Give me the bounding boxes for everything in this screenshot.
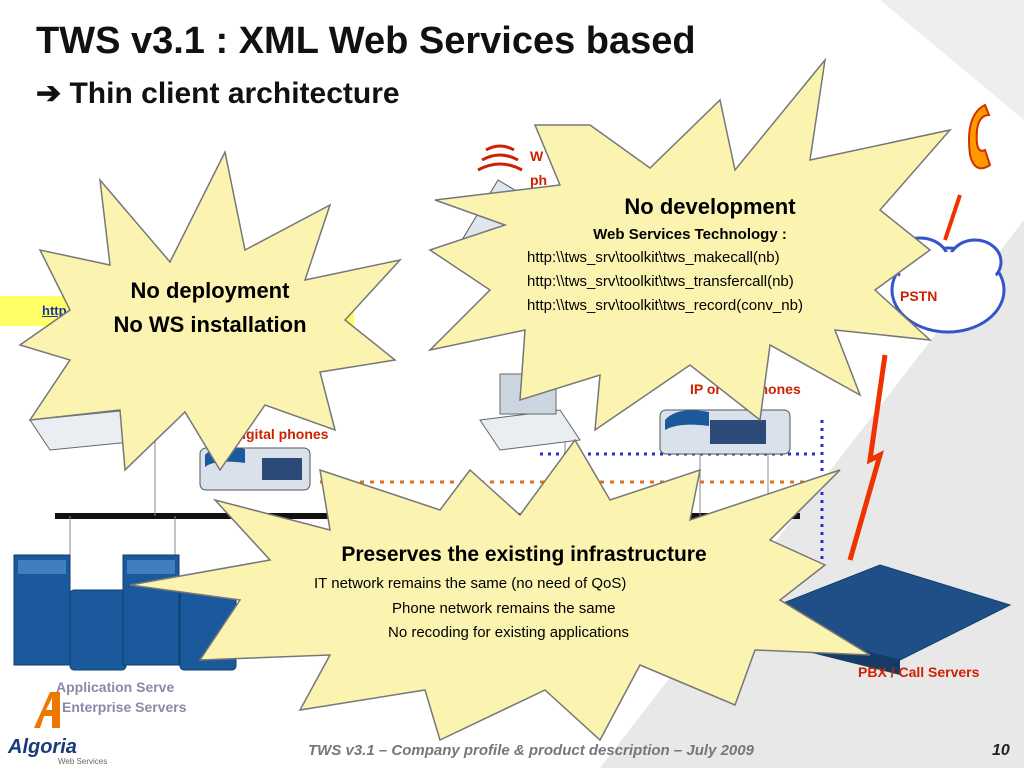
enterprise-servers-label: Enterprise Servers [62, 699, 187, 715]
algoria-logo-icon [34, 692, 60, 728]
lightning-bolt-top [943, 194, 962, 241]
application-servers-label: Application Serve [56, 679, 175, 695]
pbx-label: PBX / Call Servers [858, 664, 980, 680]
burst-infrastructure-heading: Preserves the existing infrastructure [341, 543, 707, 566]
burst-development-url-1: http:\\tws_srv\toolkit\tws_makecall(nb) [527, 249, 780, 266]
page-number: 10 [992, 742, 1010, 759]
url-link-partial[interactable]: http [42, 303, 67, 318]
logo-subtitle: Web Services [58, 757, 108, 766]
burst-development-heading: No development [624, 194, 796, 219]
pstn-label: PSTN [900, 288, 938, 304]
ip-phone-icon [659, 409, 791, 455]
digital-phones-label: Digital phones [232, 426, 329, 442]
slide-subtitle: ➔ Thin client architecture [36, 76, 400, 111]
burst-deployment-line1: No deployment [130, 278, 290, 303]
burst-infrastructure [129, 438, 871, 742]
subtitle-text: Thin client architecture [69, 77, 400, 110]
burst-development-url-2: http:\\tws_srv\toolkit\tws_transfercall(… [527, 273, 794, 290]
burst-deployment [18, 149, 403, 472]
burst-development-subheading: Web Services Technology : [593, 226, 787, 243]
wifi-icon [477, 144, 523, 172]
burst-development-url-3: http:\\tws_srv\toolkit\tws_record(conv_n… [527, 297, 803, 314]
lightning-bolt-right [847, 354, 888, 561]
application-server-icons [13, 554, 237, 671]
logo-brand: Algoria [8, 736, 77, 758]
burst-infrastructure-line-3: No recoding for existing applications [388, 624, 629, 641]
arrow-icon: ➔ [36, 77, 62, 110]
footer-text: TWS v3.1 – Company profile & product des… [308, 742, 754, 759]
burst-infrastructure-line-2: Phone network remains the same [392, 600, 616, 617]
wifi-label-partial-1: W [530, 148, 544, 164]
burst-deployment-line2: No WS installation [113, 312, 307, 337]
wifi-label-partial-2: ph [530, 172, 548, 188]
burst-development [427, 57, 953, 432]
telephone-receiver-icon [968, 103, 992, 170]
burst-infrastructure-line-1: IT network remains the same (no need of … [314, 575, 627, 592]
slide-title: TWS v3.1 : XML Web Services based [36, 20, 696, 62]
